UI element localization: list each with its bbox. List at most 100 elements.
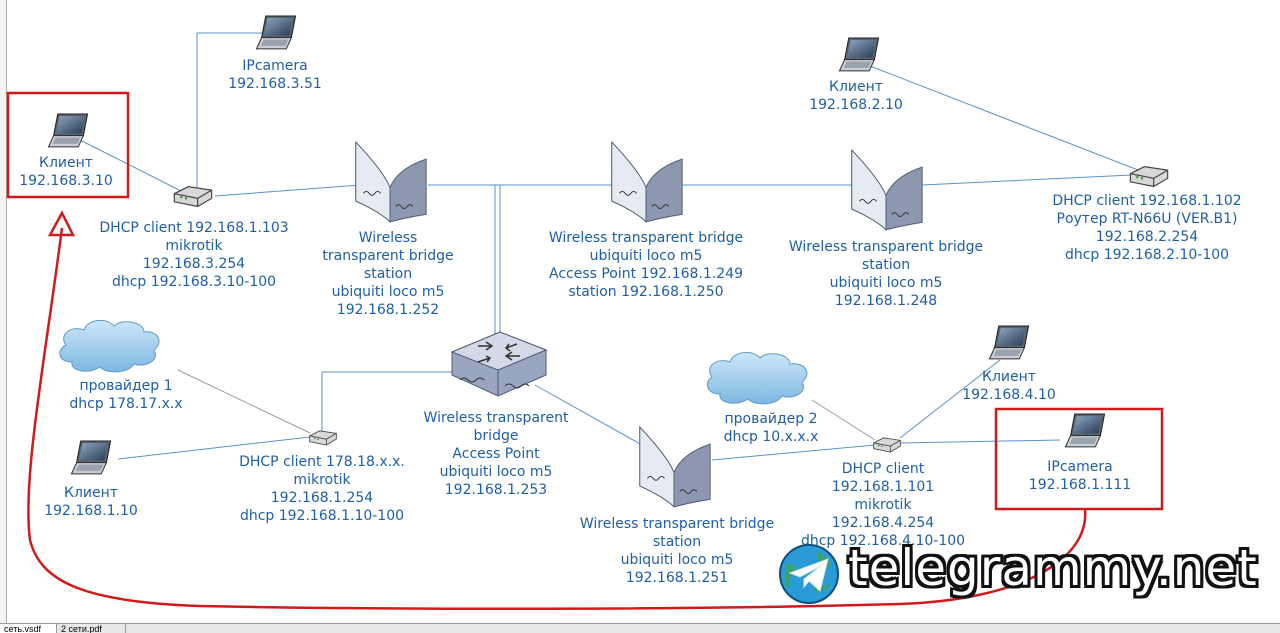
link-ap-bridge251 bbox=[534, 384, 643, 446]
laptop-client1-icon bbox=[70, 440, 112, 475]
label-line: 192.168.1.251 bbox=[625, 570, 729, 586]
label-line: 192.168.3.254 bbox=[142, 256, 246, 272]
link-provider2-mikrotik4 bbox=[811, 399, 876, 441]
label-mikrotik4: DHCP client 192.168.1.101 mikrotik 192.1… bbox=[801, 460, 965, 550]
window-left-border bbox=[0, 0, 7, 633]
label-access-point-253: Wireless transparent bridge Access Point… bbox=[424, 409, 569, 499]
highlight-client3-box bbox=[6, 91, 130, 199]
label-line: 192.168.4.254 bbox=[831, 515, 935, 531]
label-line: dhcp 192.168.2.10-100 bbox=[1064, 247, 1230, 263]
label-line: IPcamera bbox=[242, 58, 308, 74]
label-line: 192.168.1.101 bbox=[831, 479, 935, 495]
laptop-ipcamera111-icon bbox=[1064, 413, 1106, 448]
label-line: ubiquiti loco m5 bbox=[620, 552, 734, 568]
label-line: dhcp 178.17.x.x bbox=[69, 396, 183, 412]
red-arrowhead-icon bbox=[47, 210, 76, 237]
label-line: 192.168.1.254 bbox=[270, 490, 374, 506]
label-line: 192.168.2.254 bbox=[1095, 229, 1199, 245]
bridge-249-icon bbox=[611, 141, 683, 223]
label-line: bridge bbox=[473, 428, 519, 444]
telegram-globe-icon bbox=[779, 544, 839, 604]
link-client1-mikrotik1 bbox=[117, 436, 311, 460]
label-ipcamera-top: IPcamera 192.168.3.51 bbox=[228, 57, 322, 93]
label-line: Access Point 192.168.1.249 bbox=[548, 266, 743, 282]
label-client3: Клиент 192.168.3.10 bbox=[19, 154, 113, 190]
cloud-provider1-icon bbox=[59, 320, 160, 373]
laptop-client3-icon bbox=[47, 113, 89, 148]
cloud-provider2-icon bbox=[706, 352, 808, 405]
label-line: transparent bridge bbox=[322, 248, 454, 264]
label-line: Wireless transparent bridge bbox=[548, 230, 744, 246]
label-line: провайдер 1 bbox=[79, 378, 173, 394]
label-bridge252: Wireless transparent bridge station ubiq… bbox=[322, 229, 453, 319]
link-mikrotik4-client4 bbox=[899, 359, 1001, 439]
label-bridge251: Wireless transparent bridge station ubiq… bbox=[580, 515, 774, 587]
label-bridge248: Wireless transparent bridge station ubiq… bbox=[789, 238, 983, 310]
label-ipcamera111: IPcamera 192.168.1.111 bbox=[1029, 458, 1131, 494]
label-line: 192.168.4.10 bbox=[962, 387, 1056, 403]
label-line: DHCP client bbox=[841, 461, 925, 477]
router-mikrotik1-icon bbox=[309, 430, 337, 446]
tab-file-2[interactable]: 2 сети.pdf bbox=[57, 624, 126, 633]
label-line: ubiquiti loco m5 bbox=[589, 248, 703, 264]
bridge-251-icon bbox=[639, 426, 711, 508]
label-line: station 192.168.1.250 bbox=[568, 284, 724, 300]
label-line: ubiquiti loco m5 bbox=[331, 284, 445, 300]
label-bridge249: Wireless transparent bridge ubiquiti loc… bbox=[549, 229, 743, 301]
label-line: 192.168.1.252 bbox=[336, 302, 440, 318]
label-line: mikrotik bbox=[293, 472, 351, 488]
label-provider1: провайдер 1 dhcp 178.17.x.x bbox=[69, 377, 182, 413]
label-client1: Клиент 192.168.1.10 bbox=[44, 484, 138, 520]
label-line: 192.168.1.111 bbox=[1028, 477, 1132, 493]
label-line: 192.168.3.51 bbox=[228, 76, 322, 92]
label-line: dhcp 192.168.4.10-100 bbox=[800, 533, 966, 549]
label-line: Wireless transparent bridge bbox=[788, 239, 984, 255]
label-line: ubiquiti loco m5 bbox=[439, 464, 553, 480]
label-line: Wireless transparent bbox=[423, 410, 569, 426]
label-line: Клиент bbox=[829, 79, 883, 95]
link-mikrotik4-ipcamera bbox=[899, 439, 1061, 444]
label-router-rtn66u: DHCP client 192.168.1.102 Роутер RT-N66U… bbox=[1052, 192, 1241, 264]
label-line: dhcp 10.x.x.x bbox=[723, 429, 819, 445]
label-client4: Клиент 192.168.4.10 bbox=[962, 368, 1056, 404]
label-line: 192.168.3.10 bbox=[19, 173, 113, 189]
label-line: IPcamera bbox=[1047, 459, 1113, 475]
label-line: DHCP client 192.168.1.103 bbox=[99, 220, 289, 236]
tab-file-1[interactable]: сеть.vsdf bbox=[0, 624, 57, 633]
label-line: 192.168.2.10 bbox=[809, 97, 903, 113]
label-line: Клиент bbox=[39, 155, 93, 171]
label-line: Wireless transparent bridge bbox=[579, 516, 775, 532]
laptop-client4-icon bbox=[988, 325, 1030, 360]
label-line: Access Point bbox=[452, 446, 540, 462]
label-line: station bbox=[861, 257, 911, 273]
access-point-switch-icon bbox=[450, 331, 548, 397]
links bbox=[79, 32, 1139, 461]
label-line: DHCP client 192.168.1.102 bbox=[1052, 193, 1242, 209]
label-line: ubiquiti loco m5 bbox=[829, 275, 943, 291]
link-client2-router bbox=[869, 65, 1139, 171]
label-line: Wireless bbox=[358, 230, 418, 246]
laptop-client2-icon bbox=[838, 37, 880, 72]
label-line: mikrotik bbox=[165, 238, 223, 254]
link-client3-mikrotik bbox=[79, 139, 186, 194]
label-line: mikrotik bbox=[854, 497, 912, 513]
bridge-252-icon bbox=[355, 141, 427, 223]
link-provider1-mikrotik1 bbox=[177, 369, 311, 434]
laptop-ipcamera-top-icon bbox=[255, 15, 297, 50]
label-line: DHCP client 178.18.x.x. bbox=[239, 454, 405, 470]
label-mikrotik1: DHCP client 178.18.x.x. mikrotik 192.168… bbox=[239, 453, 405, 525]
label-line: 192.168.1.253 bbox=[444, 482, 548, 498]
watermark-text: telegrammy.net bbox=[848, 539, 1258, 597]
label-line: station bbox=[363, 266, 413, 282]
bridge-248-icon bbox=[851, 149, 923, 231]
label-provider2: провайдер 2 dhcp 10.x.x.x bbox=[724, 410, 819, 446]
label-client2: Клиент 192.168.2.10 bbox=[809, 78, 903, 114]
label-line: dhcp 192.168.3.10-100 bbox=[111, 274, 277, 290]
router-mikrotik4-icon bbox=[873, 437, 901, 453]
label-mikrotik3: DHCP client 192.168.1.103 mikrotik 192.1… bbox=[99, 219, 288, 291]
link-bridge248-router bbox=[921, 174, 1133, 186]
sheet-tab-bar: сеть.vsdf 2 сети.pdf bbox=[0, 623, 1280, 633]
router-mikrotik3-icon bbox=[173, 186, 213, 208]
